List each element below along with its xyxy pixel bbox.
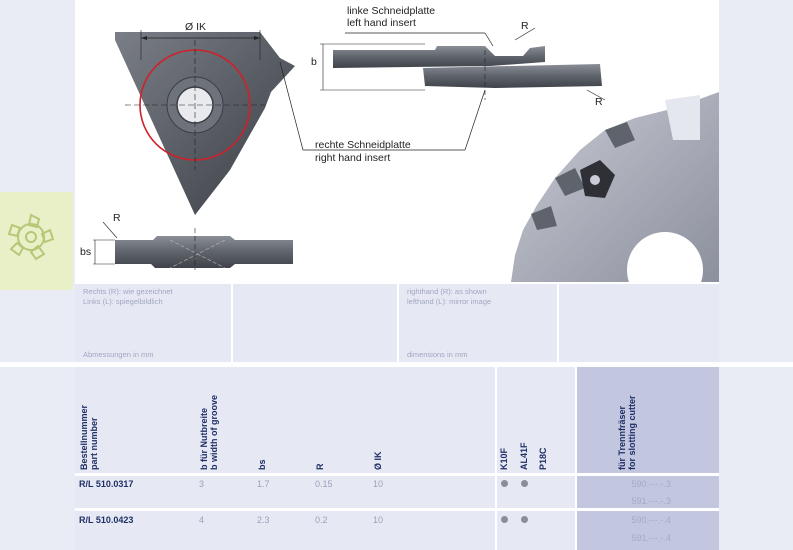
column-divider (575, 367, 577, 550)
row2-cutter-cell (577, 511, 719, 550)
bs-dimension-label: bs (80, 246, 92, 258)
row1-r: 0.15 (315, 479, 333, 489)
header-al41f: AL41F (519, 442, 529, 470)
note-en-left: lefthand (L): mirror image (407, 297, 492, 306)
row2-r: 0.2 (315, 515, 328, 525)
header-p18c: P18C (538, 447, 548, 470)
cutter-rendering (511, 92, 719, 308)
row2-al41f-dot (521, 516, 528, 523)
row2-cutter-590: 590.---.-.4 (631, 515, 671, 525)
column-divider (495, 367, 497, 550)
left-insert-label-de: linke Schneidplatte (347, 5, 436, 17)
right-insert-label-de: rechte Schneidplatte (315, 139, 411, 151)
note-en-dims: dimensions in mm (407, 350, 468, 359)
row-separator (75, 508, 719, 511)
row1-cutter-590: 590.---.-.3 (631, 479, 671, 489)
row2-k10f-dot (501, 516, 508, 523)
leader-lines (279, 32, 494, 151)
row1-bs: 1.7 (257, 479, 270, 489)
logo-box (0, 192, 73, 290)
row1-ik: 10 (373, 479, 384, 489)
row2-part-number: R/L 510.0423 (79, 515, 134, 525)
header-separator (75, 473, 719, 476)
header-ik: Ø IK (373, 451, 383, 470)
header-k10f: K10F (499, 447, 509, 470)
row1-cutter-591: 591.---.-.3 (631, 496, 671, 506)
notes-de-box: Rechts (R): wie gezeichnet Links (L): sp… (75, 284, 233, 362)
insert-top-view (115, 30, 295, 215)
note-de-dims: Abmessungen in mm (83, 350, 154, 359)
row2-b: 4 (199, 515, 205, 525)
header-r: R (315, 463, 325, 471)
note-de-right: Rechts (R): wie gezeichnet (83, 287, 173, 296)
header-groove-width: b für Nutbreite b width of groove (199, 395, 219, 470)
insert-bottom-view (93, 221, 293, 270)
row2-ik: 10 (373, 515, 384, 525)
notes-blank-box-2 (559, 284, 719, 362)
r-label-bottom: R (113, 212, 121, 224)
row2-cutter-591: 591.---.-.4 (631, 533, 671, 543)
row1-part-number: R/L 510.0317 (79, 479, 134, 489)
cutter-logo-icon (7, 213, 55, 261)
notes-band: Rechts (R): wie gezeichnet Links (L): sp… (75, 284, 719, 362)
notes-blank-box (233, 284, 399, 362)
insert-side-view (320, 27, 606, 101)
r-label-right: R (595, 96, 603, 108)
diameter-label: Ø IK (185, 21, 207, 33)
left-insert-label-en: left hand insert (347, 17, 416, 29)
row1-cutter-cell (577, 476, 719, 508)
header-part-number: Bestellnummer part number (79, 404, 99, 470)
b-dimension-label: b (311, 56, 317, 68)
product-table: Bestellnummer part number b für Nutbreit… (75, 367, 719, 550)
row1-b: 3 (199, 479, 205, 489)
cutter-header-cell (577, 367, 719, 474)
row2-bs: 2.3 (257, 515, 270, 525)
note-en-right: righthand (R): as shown (407, 287, 487, 296)
header-bs: bs (257, 459, 267, 470)
technical-drawing: Ø IK b bs R R R linke Schneidplatte left… (75, 0, 719, 308)
header-cutter: für Trennfräser for slotting cutter (617, 395, 637, 471)
right-margin-band (719, 0, 793, 550)
notes-en-box: righthand (R): as shown lefthand (L): mi… (399, 284, 559, 362)
note-de-left: Links (L): spiegelbildlich (83, 297, 163, 306)
section-divider (0, 362, 793, 367)
drawing-svg (93, 27, 719, 308)
row1-al41f-dot (521, 480, 528, 487)
right-insert-label-en: right hand insert (315, 152, 391, 164)
row1-k10f-dot (501, 480, 508, 487)
r-label-top: R (521, 20, 529, 32)
